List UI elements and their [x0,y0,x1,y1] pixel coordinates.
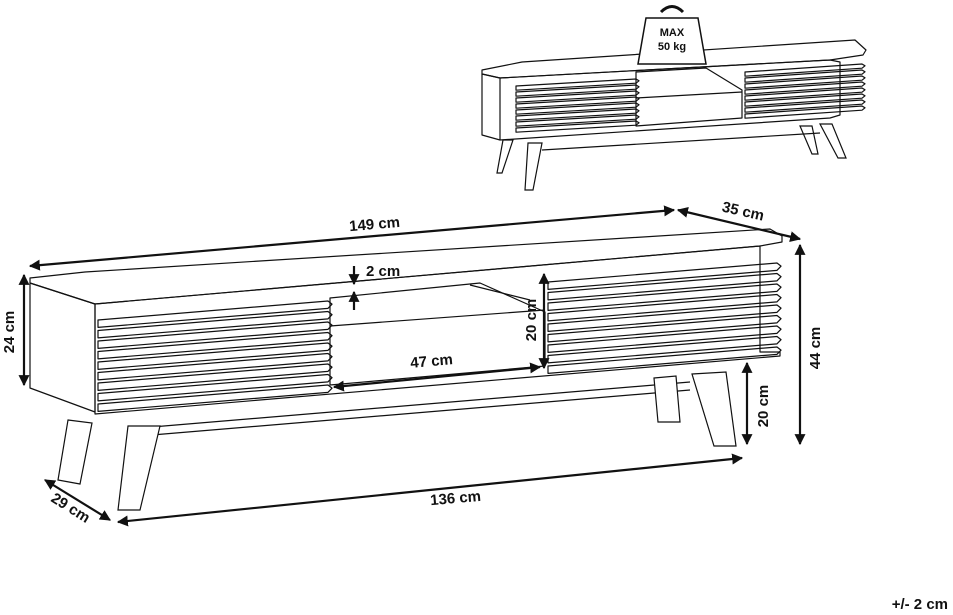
slat [515,84,640,97]
small-left-slats [515,78,640,133]
small-right-slats [744,63,866,119]
slat [744,105,866,119]
small-leg [799,125,819,155]
small-leg [524,142,543,191]
slat [547,346,782,374]
dimension-arrows [18,205,806,527]
tolerance-note: +/- 2 cm [892,596,948,613]
slat [97,331,333,360]
slat [97,310,333,339]
slat [744,63,866,77]
slat [97,321,333,349]
slat [515,96,640,109]
right-door-slats [547,262,782,374]
small-product-view [481,39,867,191]
slat [744,99,866,113]
small-leg [496,139,514,174]
leg-back-right [653,375,681,423]
slat [97,300,333,328]
slat [744,75,866,89]
slat [515,90,640,103]
leg-front-left [57,419,93,485]
slat [515,78,640,91]
slat [515,120,640,133]
slat [97,373,333,402]
leg-height-label: 20 cm [755,385,772,428]
slat [97,352,333,381]
shelf-width-label: 47 cm [410,351,454,372]
width-label: 149 cm [349,214,401,235]
slat [515,102,640,115]
main-product-view [29,228,783,511]
left-door-slats [97,300,333,412]
slat [744,87,866,101]
slat [744,69,866,83]
leg-back-left [117,425,161,511]
slat [515,114,640,127]
slat [97,384,333,412]
shelf-height-label: 20 cm [523,299,540,342]
small-leg [819,123,847,159]
slat [97,363,333,391]
slat [744,81,866,95]
total-height-label: 44 cm [807,327,824,370]
shelf-thickness-label: 2 cm [366,263,400,280]
leg-front-right [691,371,737,447]
slat [515,108,640,121]
leg-width-label: 136 cm [430,488,482,509]
slat [97,342,333,370]
weight-label: 50 kg [658,41,686,53]
max-label: MAX [660,27,685,39]
side-height-label: 24 cm [1,311,18,354]
slat [744,93,866,107]
max-load-icon: MAX 50 kg [637,5,707,65]
